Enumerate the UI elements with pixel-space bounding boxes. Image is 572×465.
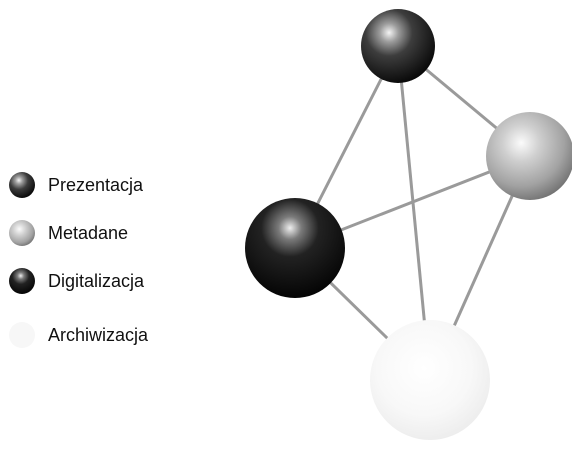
legend-item-digitalizacja: Digitalizacja bbox=[8, 264, 144, 298]
white-sphere-icon bbox=[9, 322, 35, 348]
legend-label: Metadane bbox=[48, 222, 129, 243]
node-archiwizacja bbox=[370, 320, 490, 440]
black-sphere-icon bbox=[9, 268, 35, 294]
legend-item-prezentacja: Prezentacja bbox=[8, 168, 143, 202]
legend-item-metadane: Metadane bbox=[8, 216, 128, 250]
node-digitalizacja bbox=[245, 198, 345, 298]
node-metadane bbox=[486, 112, 572, 200]
legend-item-archiwizacja: Archiwizacja bbox=[8, 318, 148, 352]
legend-label: Digitalizacja bbox=[48, 270, 145, 291]
gray-sphere-icon bbox=[9, 220, 35, 246]
node-prezentacja bbox=[361, 9, 435, 83]
legend-label: Prezentacja bbox=[48, 174, 144, 195]
legend-label: Archiwizacja bbox=[48, 324, 149, 345]
dark-sphere-icon bbox=[9, 172, 35, 198]
